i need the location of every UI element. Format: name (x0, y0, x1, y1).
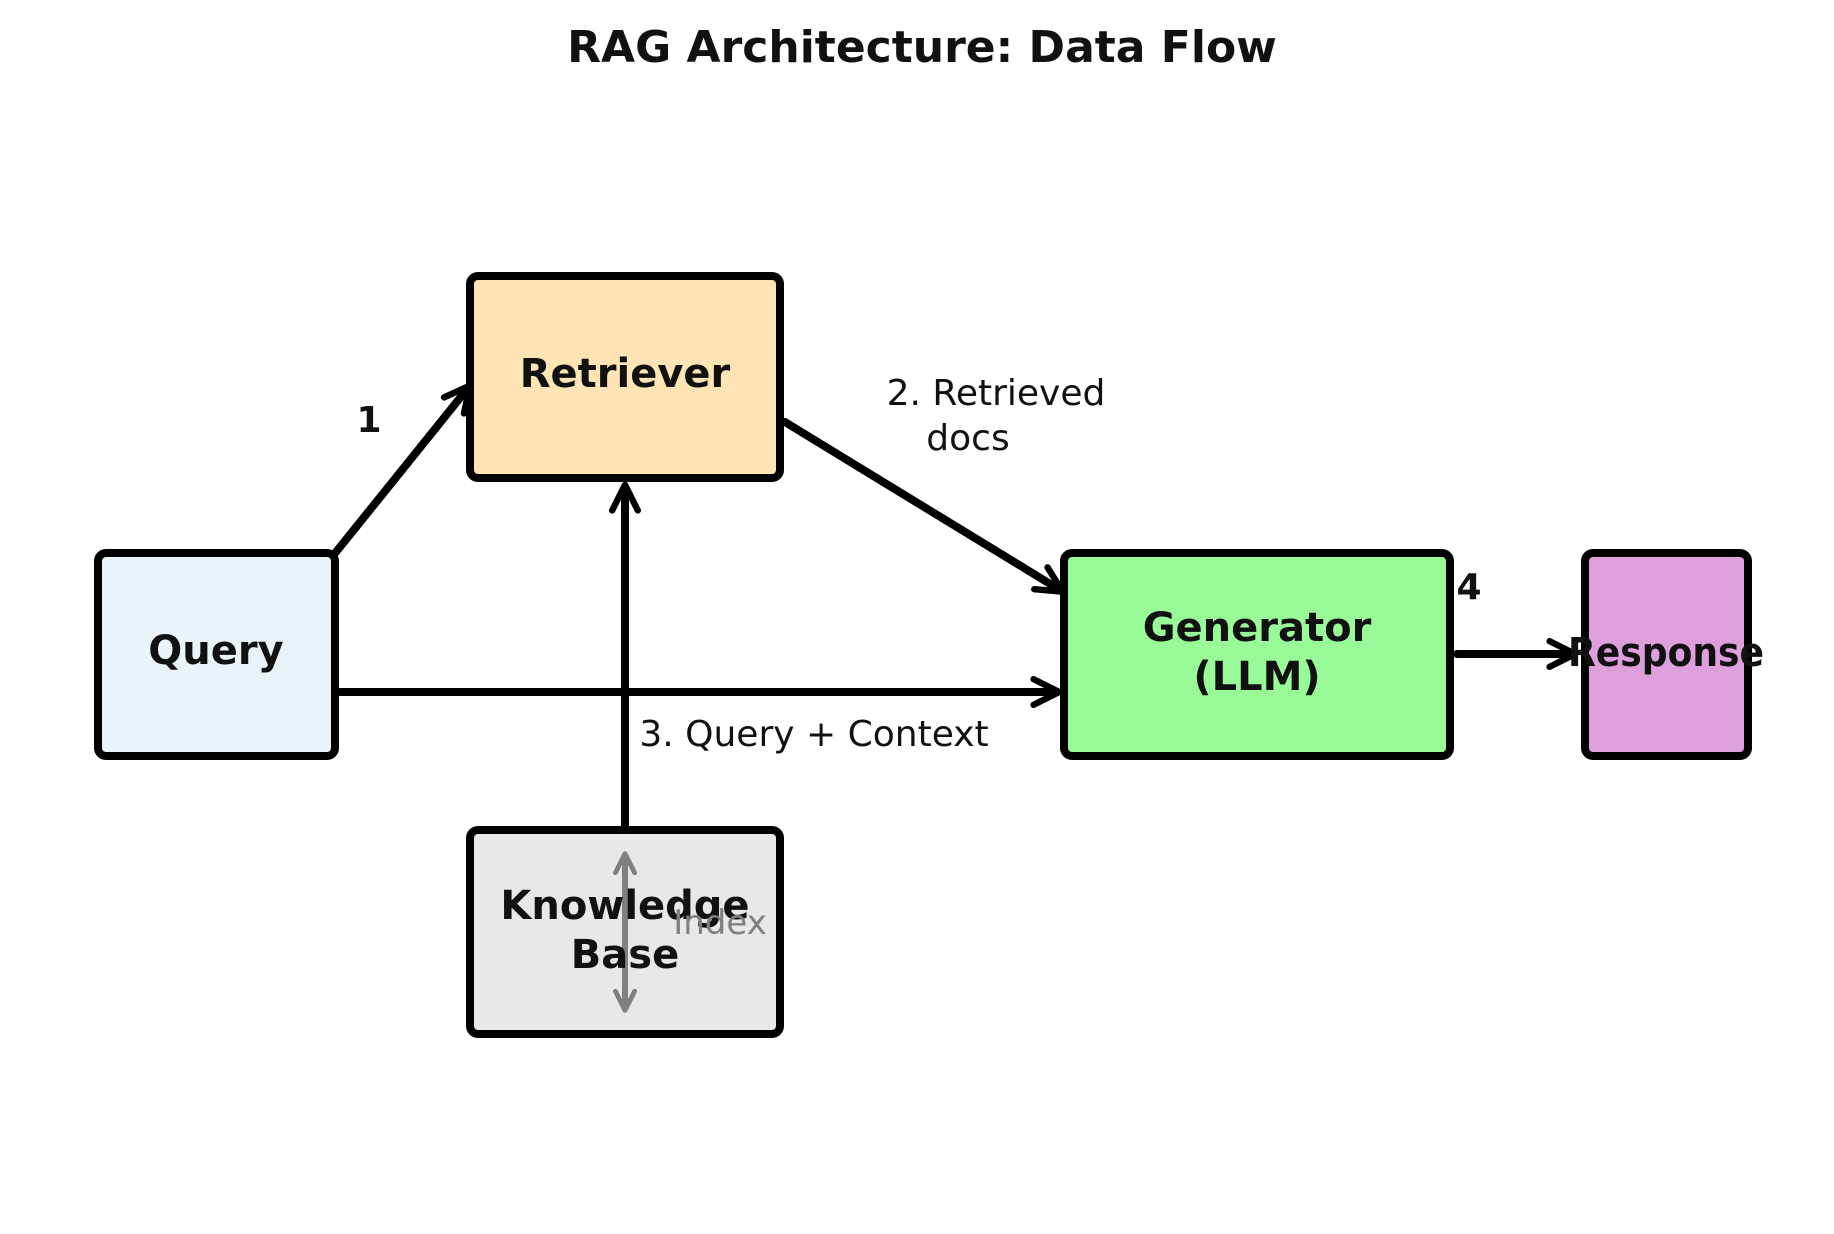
query-label: Query (148, 628, 283, 674)
generator-label-line2: (LLM) (1193, 654, 1320, 700)
step-1-label: 1 (356, 400, 381, 441)
generator-box (1060, 549, 1454, 760)
retriever-label: Retriever (520, 351, 731, 397)
step-3-label: 3. Query + Context (639, 714, 988, 755)
response-label: Response (1568, 630, 1764, 676)
response-box (1581, 549, 1752, 760)
retriever-box (466, 272, 784, 482)
edge-retriever-to-generator (781, 418, 1066, 595)
step-2-label-line1: 2. Retrieved (887, 373, 1106, 414)
step-4-label: 4 (1456, 567, 1481, 608)
knowledge-base-label-line2: Base (571, 932, 679, 978)
step-2-label-line2: docs (926, 418, 1009, 459)
edge-query-to-retriever (332, 382, 474, 556)
query-box (94, 549, 339, 760)
knowledge-base-label-line1: Knowledge (500, 883, 749, 929)
generator-label-line1: Generator (1143, 605, 1372, 651)
index-label: Index (673, 903, 767, 943)
diagram-title: RAG Architecture: Data Flow (567, 22, 1277, 73)
